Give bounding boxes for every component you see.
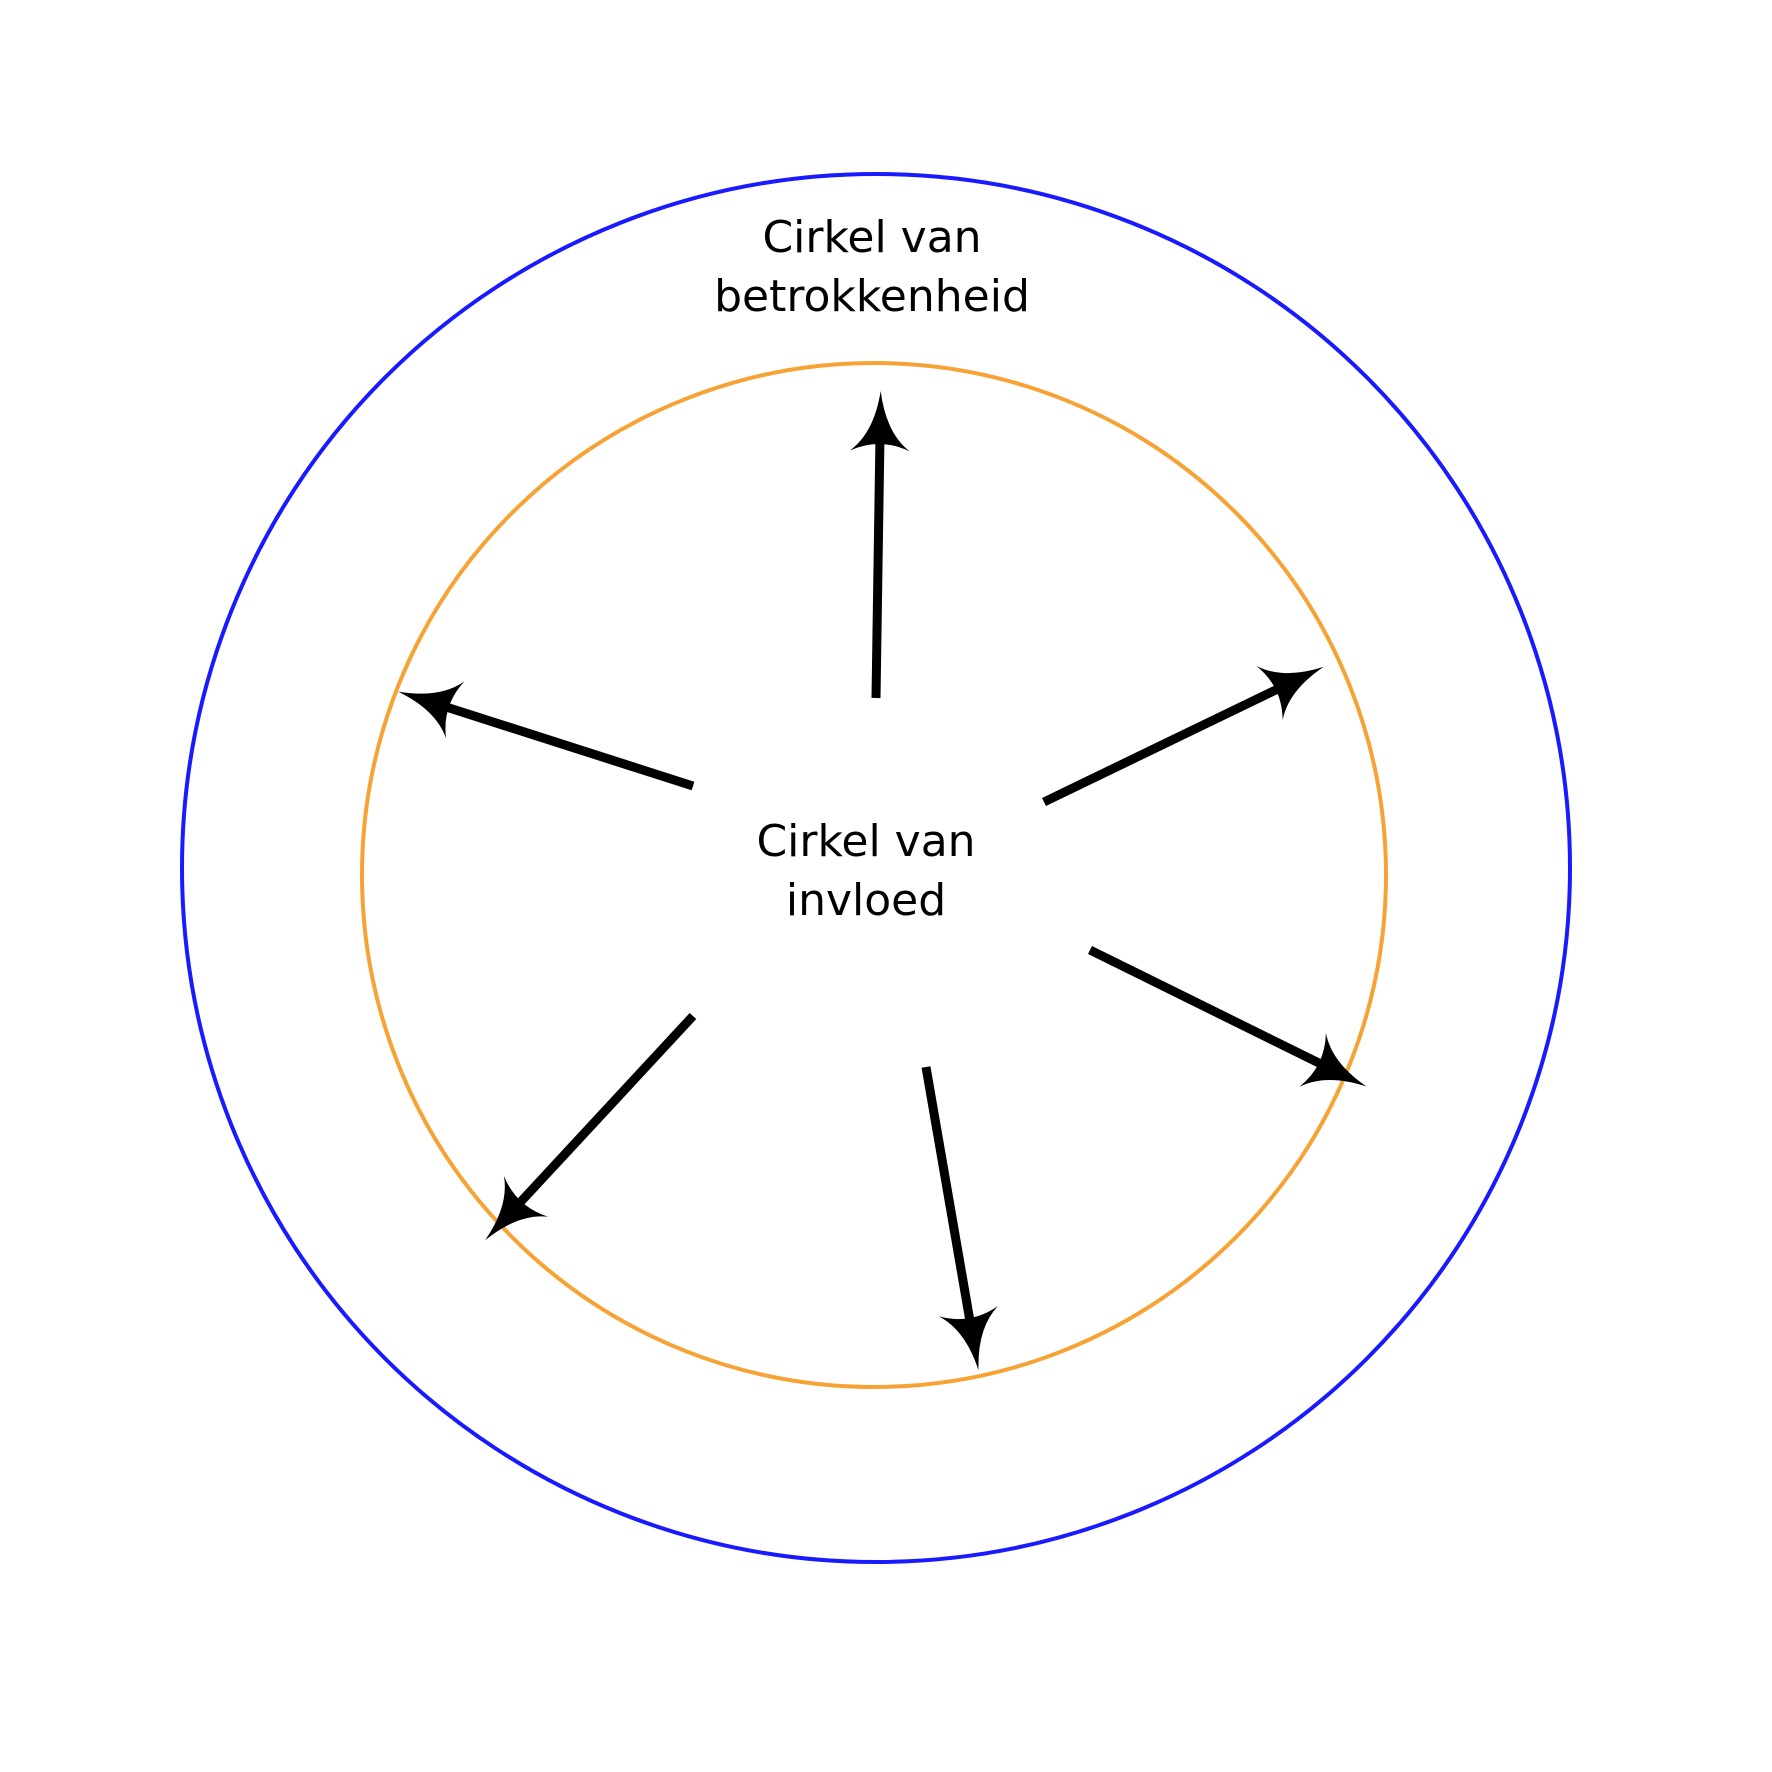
inner-circle-label-line1: Cirkel van xyxy=(756,816,976,867)
arrow-upper-left xyxy=(398,681,695,791)
arrow-lower-left xyxy=(485,1012,697,1241)
arrow-down xyxy=(921,1066,998,1371)
outer-circle xyxy=(180,172,1572,1564)
arrow-lower-right xyxy=(1088,945,1367,1087)
arrow-upper-right xyxy=(1042,665,1324,807)
inner-circle xyxy=(360,361,1388,1389)
inner-circle-label-line2: invloed xyxy=(785,875,947,926)
arrow-group xyxy=(398,391,1367,1371)
outer-circle-label-line2: betrokkenheid xyxy=(714,271,1030,322)
arrow-up xyxy=(849,391,910,699)
outer-circle-label-line1: Cirkel van xyxy=(762,212,982,263)
